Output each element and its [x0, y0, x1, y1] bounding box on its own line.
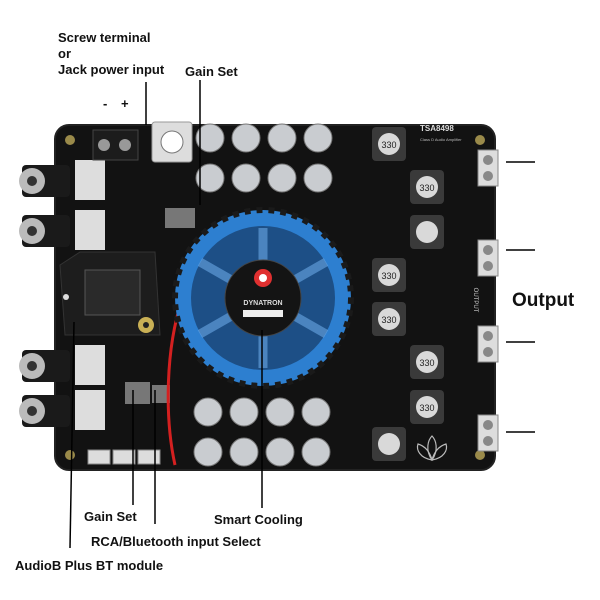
fan-brand-text: DYNATRON [243, 300, 282, 307]
output-terminals [477, 149, 499, 452]
screw-terminal-label-1: Screw terminal [58, 30, 151, 45]
svg-text:330: 330 [419, 403, 434, 413]
board-model-text: TSA8498 [420, 124, 454, 133]
smart-cooling-label: Smart Cooling [214, 512, 303, 527]
inductors: 330 330 330 330 330 330 [372, 127, 444, 461]
polarity-plus-label: + [121, 96, 129, 111]
cooling-fan: DYNATRON [172, 207, 354, 389]
output-label: Output [512, 290, 575, 311]
screw-terminal-label-2: or [58, 46, 71, 61]
power-input-terminals [92, 121, 193, 163]
svg-text:330: 330 [381, 140, 396, 150]
gain-jumpers-bottom [125, 382, 170, 404]
board-subtitle-text: Class D Audio Amplifier [420, 137, 462, 142]
svg-text:330: 330 [381, 271, 396, 281]
capacitors-bottom [193, 397, 331, 467]
bottom-connectors [87, 449, 161, 465]
capacitors-top [195, 123, 333, 193]
svg-text:330: 330 [419, 358, 434, 368]
input-select-label: RCA/Bluetooth input Select [91, 534, 261, 549]
callout-lines [69, 80, 535, 549]
output-silk-text: OUTPUT [472, 288, 478, 313]
gain-set-top-label: Gain Set [185, 64, 238, 79]
svg-text:330: 330 [419, 183, 434, 193]
polarity-minus-label: - [103, 96, 108, 111]
lotus-logo [416, 435, 448, 462]
gain-set-bottom-label: Gain Set [84, 509, 137, 524]
gain-jumpers-top [165, 208, 195, 228]
screw-terminal-label-3: Jack power input [58, 62, 165, 77]
svg-text:330: 330 [381, 315, 396, 325]
bt-module-label: AudioB Plus BT module [15, 558, 164, 573]
bt-module [59, 251, 161, 336]
rca-jacks [19, 160, 105, 430]
